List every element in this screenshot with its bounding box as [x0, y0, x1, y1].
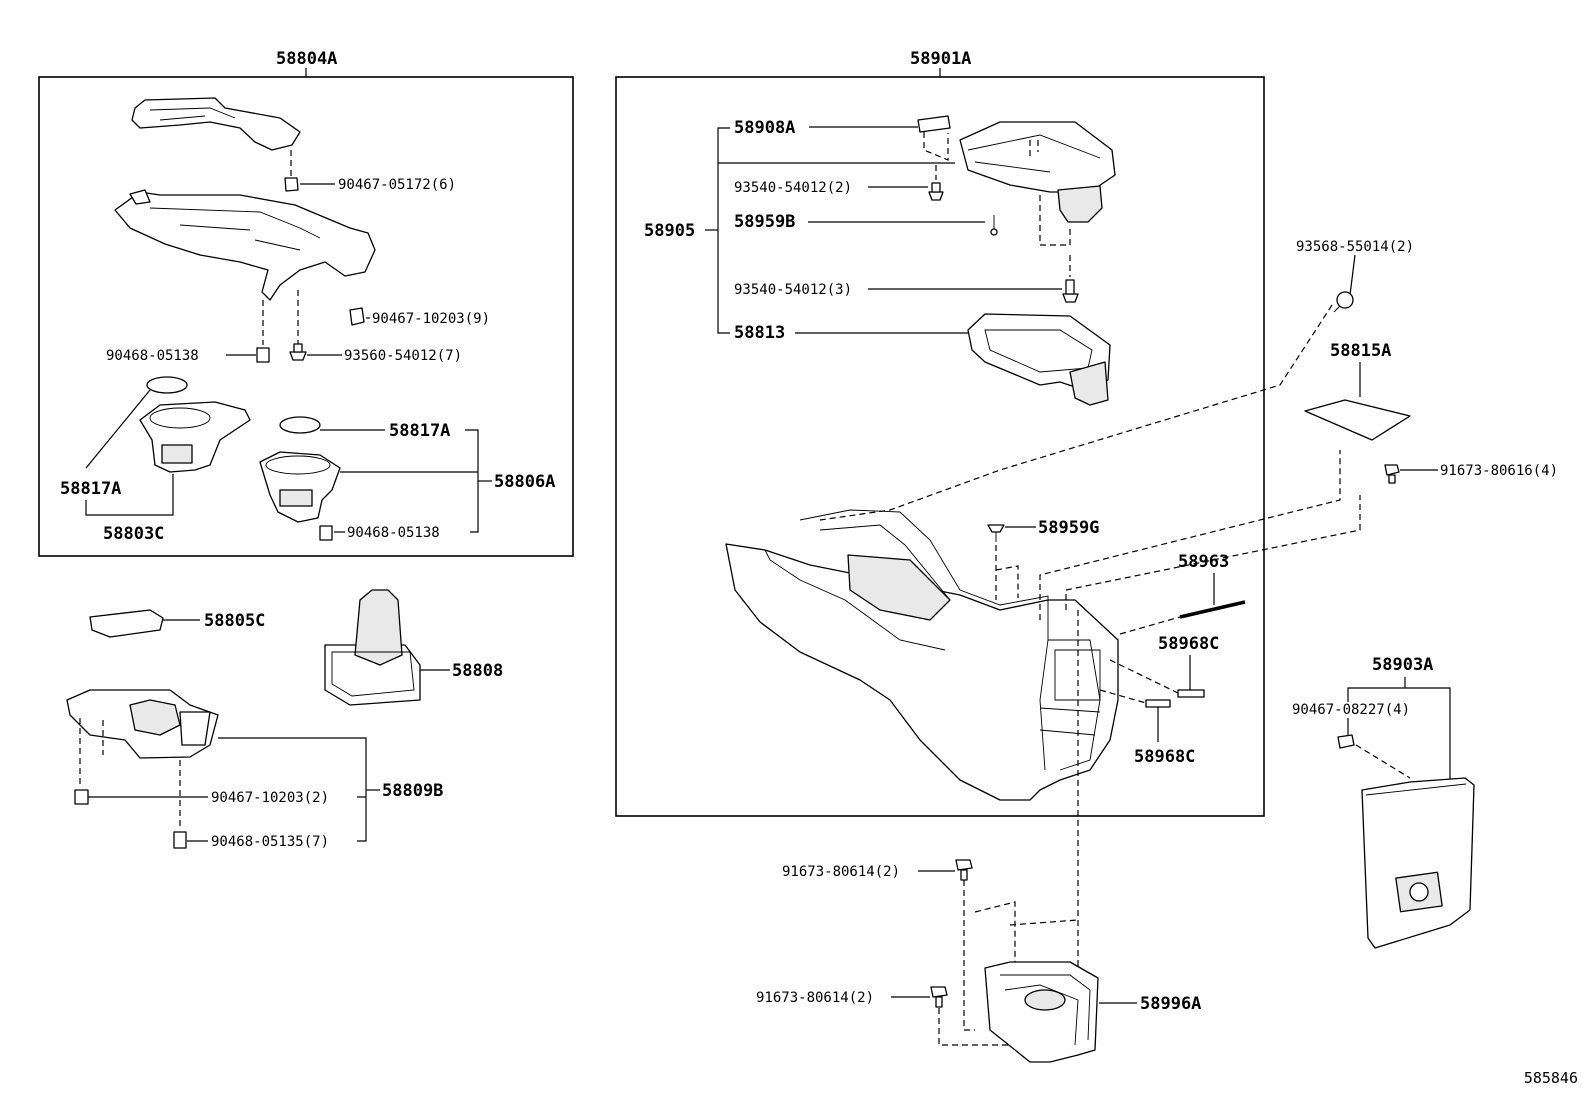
part-label-58959B[interactable]: 58959B — [734, 212, 795, 232]
group-label-58804A[interactable]: 58804A — [276, 49, 337, 69]
pin-58968C-b-part — [1145, 699, 1171, 708]
tray-58813-part — [967, 313, 1111, 406]
part-label-58903A[interactable]: 58903A — [1372, 655, 1433, 675]
bolt-93568-55014-icon — [1333, 291, 1354, 313]
part-label-58908A[interactable]: 58908A — [734, 118, 795, 138]
part-label-58808[interactable]: 58808 — [452, 661, 503, 681]
part-label-58805C[interactable]: 58805C — [204, 611, 265, 631]
part-label-93540-54012-3[interactable]: 93540-54012(3) — [734, 282, 852, 298]
part-label-58996A[interactable]: 58996A — [1140, 994, 1201, 1014]
part-label-90468-05135[interactable]: 90468-05135(7) — [211, 834, 329, 850]
part-label-58803C[interactable]: 58803C — [103, 524, 164, 544]
part-label-58968C-a[interactable]: 58968C — [1158, 634, 1219, 654]
armrest-lid-part — [959, 121, 1116, 223]
part-label-91673-80614-a[interactable]: 91673-80614(2) — [782, 864, 900, 880]
console-box-main-part — [725, 509, 1119, 801]
clip-90467-08227-icon — [1337, 734, 1355, 749]
clip-90467-10203-2-icon — [74, 789, 89, 805]
part-label-58806A[interactable]: 58806A — [494, 472, 555, 492]
part-label-58905[interactable]: 58905 — [644, 221, 695, 241]
part-label-90468-05138-a[interactable]: 90468-05138 — [106, 348, 199, 364]
pin-58959B-icon — [990, 228, 998, 236]
upper-bezel-part — [131, 97, 301, 151]
rod-58963-part — [1179, 600, 1246, 619]
part-label-58968C-b[interactable]: 58968C — [1134, 747, 1195, 767]
hinge-58908A-part — [917, 115, 951, 133]
cup-holder-58806A-part — [259, 451, 341, 523]
screw-93560-54012-icon — [289, 343, 307, 361]
bolt-91673-80614-b-icon — [930, 986, 948, 1008]
bracket-58996A-part — [984, 961, 1099, 1063]
part-label-90467-10203-2[interactable]: 90467-10203(2) — [211, 790, 329, 806]
screw-93540-54012-3-icon — [1062, 279, 1079, 303]
clip-90467-05172-icon — [284, 177, 299, 192]
shift-boot-58808-part — [324, 589, 421, 706]
part-label-91673-80616[interactable]: 91673-80616(4) — [1440, 463, 1558, 479]
lower-console-panel-part — [114, 189, 376, 301]
clip-90467-10203-9-icon — [349, 307, 365, 326]
part-label-90467-05172[interactable]: 90467-05172(6) — [338, 177, 456, 193]
cover-58805C-part — [89, 609, 164, 638]
part-label-58817A-a[interactable]: 58817A — [389, 421, 450, 441]
console-panel-58809B-part — [66, 689, 219, 759]
group-label-58901A[interactable]: 58901A — [910, 49, 971, 69]
part-label-93560-54012[interactable]: 93560-54012(7) — [344, 348, 462, 364]
ring-58817A-left-part — [146, 376, 188, 394]
part-label-58813[interactable]: 58813 — [734, 323, 785, 343]
clip-90468-05138-b-icon — [319, 525, 333, 541]
part-label-93568-55014[interactable]: 93568-55014(2) — [1296, 239, 1414, 255]
clip-58959G-icon — [987, 524, 1005, 542]
part-label-90467-08227[interactable]: 90467-08227(4) — [1292, 702, 1410, 718]
pin-58968C-a-part — [1177, 689, 1205, 698]
side-panel-58903A-part — [1361, 777, 1475, 949]
bolt-91673-80616-icon — [1384, 464, 1400, 484]
bolt-91673-80614-a-icon — [955, 859, 973, 881]
cup-holder-58803C-part — [139, 401, 251, 473]
screw-93540-54012-2-icon — [928, 182, 944, 201]
part-label-93540-54012-2[interactable]: 93540-54012(2) — [734, 180, 852, 196]
part-label-90468-05138-b[interactable]: 90468-05138 — [347, 525, 440, 541]
part-label-90467-10203-9[interactable]: 90467-10203(9) — [372, 311, 490, 327]
part-label-58809B[interactable]: 58809B — [382, 781, 443, 801]
pad-58815A-part — [1304, 399, 1411, 441]
part-label-91673-80614-b[interactable]: 91673-80614(2) — [756, 990, 874, 1006]
ring-58817A-right-part — [279, 416, 321, 434]
diagram-reference-code: 585846 — [1523, 1069, 1578, 1087]
clip-90468-05135-icon — [173, 831, 187, 849]
part-label-58817A-b[interactable]: 58817A — [60, 479, 121, 499]
part-label-58815A[interactable]: 58815A — [1330, 341, 1391, 361]
clip-90468-05138-icon — [256, 347, 270, 363]
part-label-58959G[interactable]: 58959G — [1038, 518, 1099, 538]
